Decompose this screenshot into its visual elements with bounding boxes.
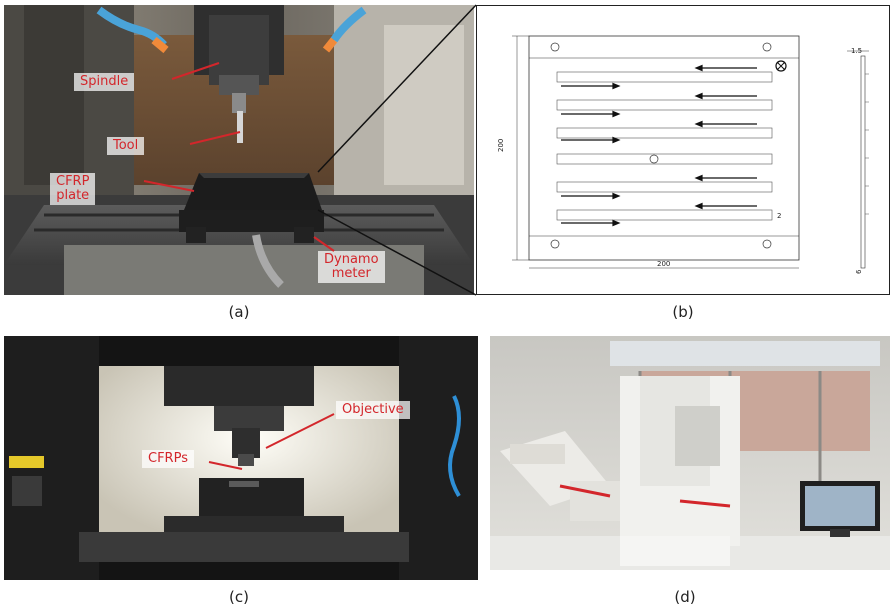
cfrp-label-line2: plate xyxy=(56,188,90,203)
tool-pointer xyxy=(189,131,241,145)
dynamometer-label: Dynamo meter xyxy=(318,251,385,283)
panel-b-drawing: 2 200 200 1.5 6 xyxy=(476,5,890,295)
side-view xyxy=(860,55,866,269)
slot xyxy=(556,71,773,83)
sem-instrument-image xyxy=(490,336,890,570)
slot xyxy=(556,127,773,139)
panel-a-photo: Spindle Tool CFRP plate Dynamo meter xyxy=(4,5,474,295)
side-dim: 6 xyxy=(855,269,863,274)
zoom-line-top xyxy=(317,4,477,173)
slot-width-dim: 2 xyxy=(777,212,781,220)
caption-c: (c) xyxy=(229,588,249,606)
thickness-dim: 1.5 xyxy=(851,47,862,55)
hole-circle xyxy=(649,154,659,164)
hole-circle xyxy=(550,42,560,52)
rotation-icon xyxy=(775,60,787,72)
caption-b: (b) xyxy=(672,303,694,321)
height-dim: 200 xyxy=(497,139,505,152)
width-dim: 200 xyxy=(657,260,670,268)
cfrp-label-line1: CFRP xyxy=(56,174,90,189)
tool-label: Tool xyxy=(107,137,145,155)
caption-a: (a) xyxy=(228,303,250,321)
caption-d: (d) xyxy=(674,588,696,606)
cfrps-pointer xyxy=(208,461,243,470)
cnc-machine-image xyxy=(4,5,474,295)
hole-circle xyxy=(762,239,772,249)
tool-label-text: Tool xyxy=(113,138,139,153)
cfrps-label-text: CFRPs xyxy=(148,451,188,466)
panel-c-photo: Objective CFRPs xyxy=(4,336,478,580)
plate-outline xyxy=(528,35,800,261)
cfrps-label: CFRPs xyxy=(142,450,194,468)
plate-drawing: 2 200 200 1.5 6 xyxy=(497,35,869,274)
objective-label-text: Objective xyxy=(342,402,404,417)
spindle-label: Spindle xyxy=(74,73,135,91)
slot xyxy=(556,181,773,193)
panel-d-photo xyxy=(490,336,890,570)
panel-c-pointers xyxy=(208,413,335,470)
cfrp-plate-label: CFRP plate xyxy=(50,173,96,205)
hole-circle xyxy=(762,42,772,52)
dynamometer-label-line1: Dynamo xyxy=(324,252,379,267)
dynamometer-pointer xyxy=(313,236,335,252)
cfrp-pointer xyxy=(143,180,195,192)
spindle-pointer xyxy=(171,62,220,80)
panel-a-pointers xyxy=(143,62,335,252)
hole-circle xyxy=(550,239,560,249)
slot xyxy=(556,99,773,111)
spindle-label-text: Spindle xyxy=(80,74,129,89)
objective-pointer xyxy=(265,413,335,449)
objective-label: Objective xyxy=(336,401,410,419)
zoom-line-bottom xyxy=(317,209,477,296)
slot xyxy=(556,153,773,165)
dynamometer-label-line2: meter xyxy=(331,266,371,281)
slot xyxy=(556,209,773,221)
